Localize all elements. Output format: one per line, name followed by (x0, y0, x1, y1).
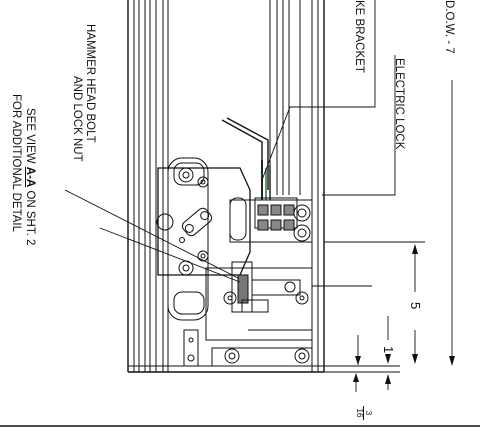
see-view-ref: A-A (24, 166, 36, 188)
fraction-numerator: 3 (364, 410, 373, 416)
see-view-pre: SEE VIEW (24, 108, 36, 167)
electric-cable (221, 117, 271, 200)
fraction-denominator: 16 (355, 408, 364, 418)
see-view-label: SEE VIEW A-A ON SHT. 2 (24, 108, 36, 245)
dimension-one: 1 (381, 346, 396, 354)
hammer-head-label-line1: HAMMER HEAD BOLT (84, 24, 96, 143)
additional-detail-label: FOR ADDITIONAL DETAIL (10, 94, 22, 233)
dimension-arrows (353, 244, 455, 384)
dimension-five: 5 (408, 302, 423, 310)
roller-carriage (156, 157, 251, 321)
bracket-plate (229, 197, 313, 243)
hammer-head-label-line2: AND LOCK NUT (71, 76, 83, 162)
bracket-label: KE BRACKET (353, 0, 365, 73)
electric-lock-body (183, 261, 313, 367)
dow-label: D.O.W. - 7 (443, 0, 455, 54)
see-view-post: ON SHT. 2 (24, 187, 36, 246)
dimension-fraction: 3 16 (355, 405, 373, 421)
electric-lock-label: ELECTRIC LOCK (393, 58, 405, 150)
leader-lines (64, 0, 396, 283)
